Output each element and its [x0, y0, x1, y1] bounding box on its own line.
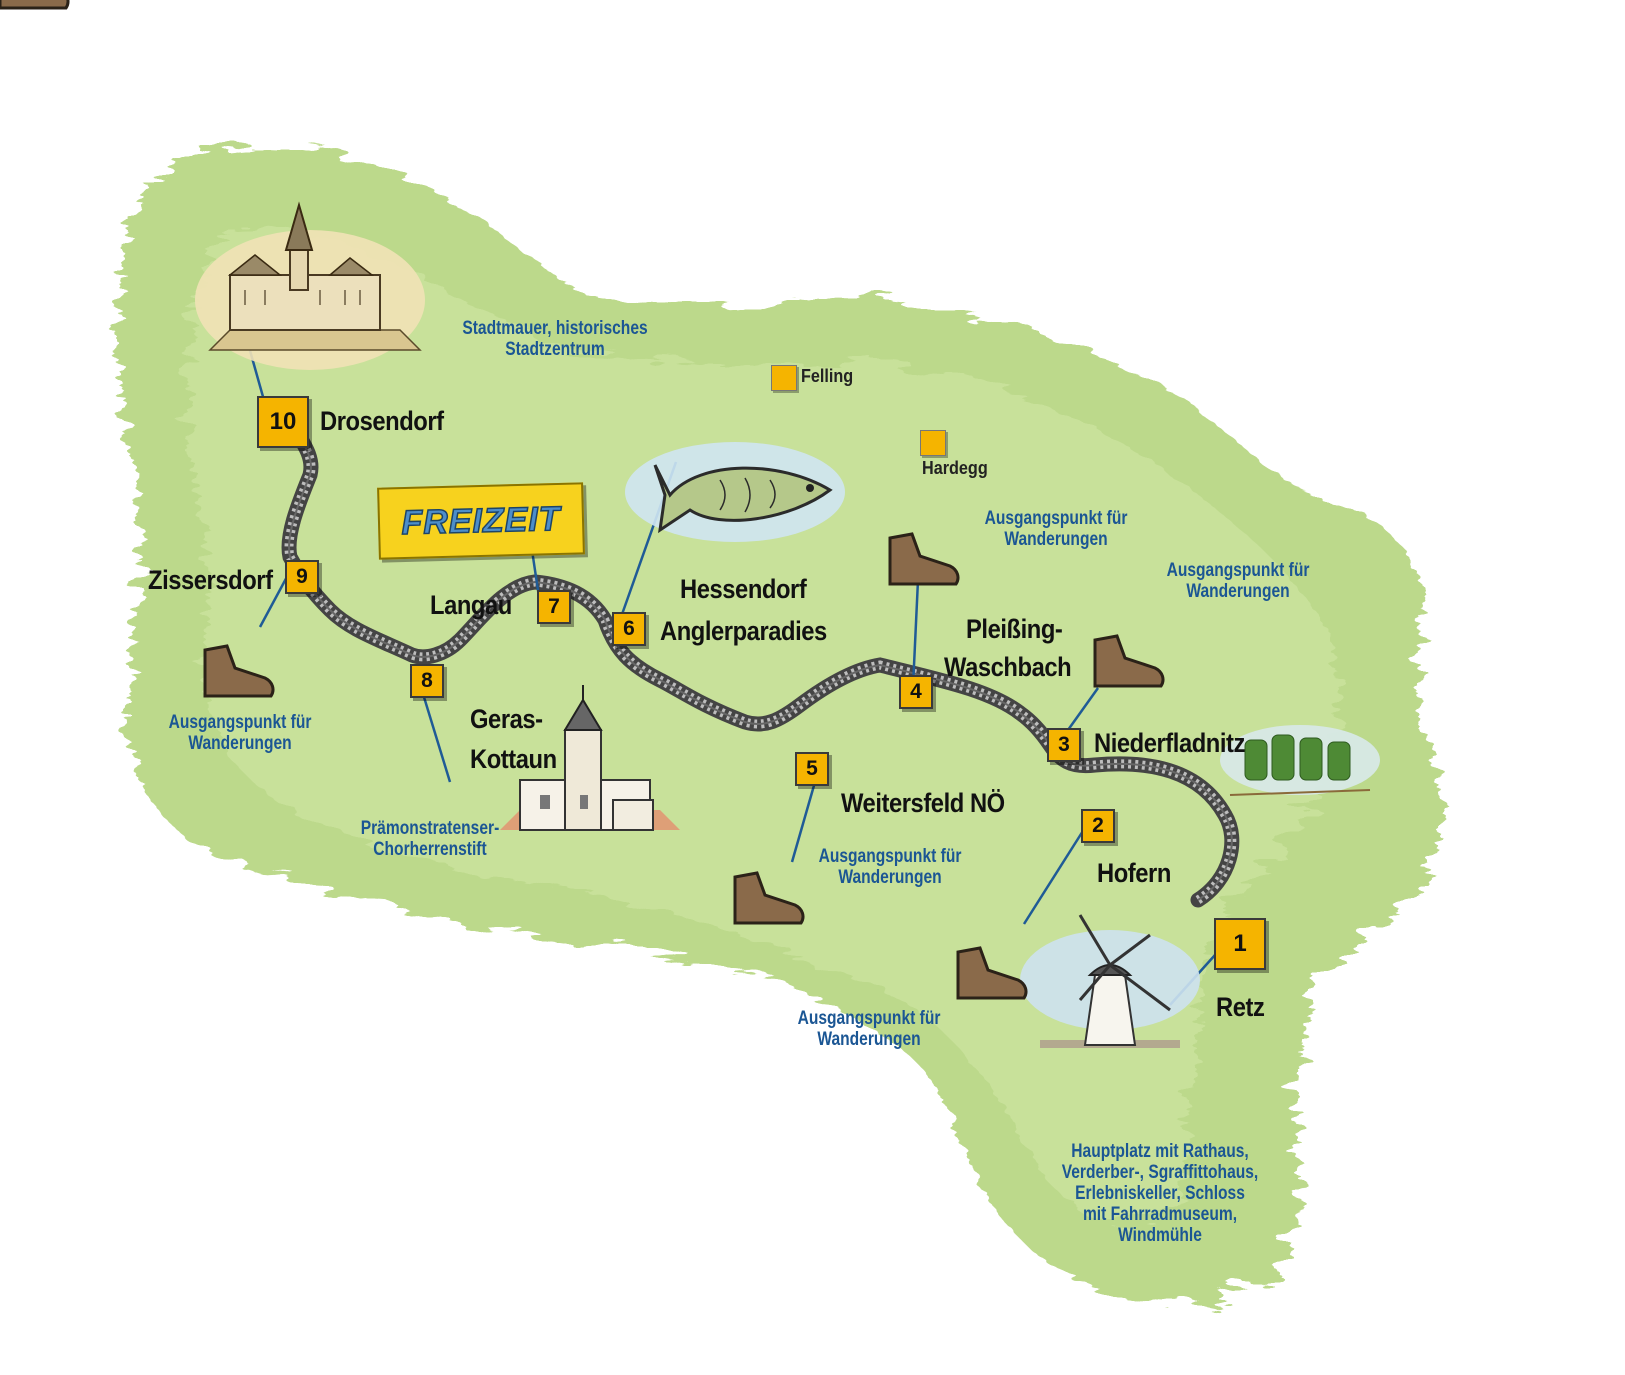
note-line: Ausgangspunkt für: [818, 846, 962, 867]
stop-marker-4[interactable]: 4: [899, 675, 933, 709]
note-line: Erlebniskeller, Schloss: [1075, 1183, 1245, 1204]
felling-label: Felling: [801, 366, 854, 386]
windmill-illustration: [1020, 914, 1200, 1048]
stop-number: 8: [421, 669, 433, 692]
hiking-boot-icon: [0, 0, 70, 10]
stop-marker-8[interactable]: 8: [410, 664, 444, 698]
hardegg-marker: [920, 430, 946, 456]
town-label-hofern: Hofern: [1097, 858, 1171, 888]
note-hiking-hofern: Ausgangspunkt für Wanderungen: [762, 1008, 975, 1050]
stop-marker-6[interactable]: 6: [612, 612, 646, 646]
stop-marker-10[interactable]: 10: [257, 396, 309, 448]
note-line: Ausgangspunkt für: [797, 1008, 941, 1029]
stop-number: 10: [269, 408, 297, 435]
stop-number: 7: [548, 595, 560, 618]
felling-marker: [771, 365, 797, 391]
stop-number: 3: [1058, 733, 1070, 756]
note-retz: Hauptplatz mit Rathaus, Verderber-, Sgra…: [1053, 1141, 1266, 1246]
note-hiking-weitersfeld: Ausgangspunkt für Wanderungen: [783, 846, 996, 888]
freizeit-badge: FREIZEIT: [377, 482, 585, 560]
monastery-illustration: [500, 685, 680, 831]
note-line: Prämonstratenser-: [360, 818, 500, 839]
note-line: Ausgangspunkt für: [984, 508, 1128, 529]
town-label-waschbach: Waschbach: [944, 652, 1072, 682]
town-label-pleissing: Pleißing-: [966, 614, 1063, 644]
town-label-geras: Geras-: [470, 704, 543, 734]
stop-marker-9[interactable]: 9: [285, 560, 319, 594]
town-label-retz: Retz: [1216, 992, 1265, 1022]
note-line: Wanderungen: [188, 733, 292, 754]
town-label-anglerparadies: Anglerparadies: [660, 616, 827, 646]
town-label-langau: Langau: [430, 590, 512, 620]
stop-number: 1: [1233, 930, 1247, 957]
note-line: Wanderungen: [817, 1029, 921, 1050]
stop-marker-5[interactable]: 5: [795, 752, 829, 786]
stop-marker-7[interactable]: 7: [537, 590, 571, 624]
town-label-drosendorf: Drosendorf: [320, 406, 444, 436]
stop-number: 5: [806, 757, 818, 780]
note-line: mit Fahrradmuseum,: [1082, 1204, 1238, 1225]
town-label-zissersdorf: Zissersdorf: [148, 565, 273, 595]
stop-number: 9: [296, 565, 308, 588]
note-line: Ausgangspunkt für: [168, 712, 312, 733]
note-line: Stadtzentrum: [505, 339, 605, 360]
note-hiking-niederfladnitz: Ausgangspunkt für Wanderungen: [1131, 560, 1344, 602]
stop-marker-1[interactable]: 1: [1214, 918, 1266, 970]
stop-marker-2[interactable]: 2: [1081, 809, 1115, 843]
vineyard-illustration: [1220, 725, 1380, 796]
note-line: Chorherrenstift: [373, 839, 487, 860]
stop-number: 4: [910, 680, 922, 703]
stop-number: 6: [623, 617, 635, 640]
note-line: Windmühle: [1118, 1225, 1202, 1246]
note-line: Stadtmauer, historisches: [462, 318, 648, 339]
note-line: Ausgangspunkt für: [1166, 560, 1310, 581]
note-line: Hauptplatz mit Rathaus,: [1071, 1141, 1249, 1162]
note-line: Wanderungen: [838, 867, 942, 888]
town-label-weitersfeld: Weitersfeld NÖ: [841, 788, 1005, 818]
stop-number: 2: [1092, 814, 1104, 837]
fish-illustration: [625, 442, 845, 542]
note-line: Wanderungen: [1004, 529, 1108, 550]
railway-line: [281, 412, 1240, 908]
note-line: Wanderungen: [1186, 581, 1290, 602]
hardegg-label: Hardegg: [922, 458, 988, 478]
stop-marker-3[interactable]: 3: [1047, 728, 1081, 762]
note-hiking-hardegg: Ausgangspunkt für Wanderungen: [949, 508, 1162, 550]
town-label-kottaun: Kottaun: [470, 744, 557, 774]
town-label-hessendorf: Hessendorf: [680, 574, 807, 604]
freizeit-label: FREIZEIT: [400, 499, 562, 543]
note-drosendorf: Stadtmauer, historisches Stadtzentrum: [436, 318, 674, 360]
town-label-niederfladnitz: Niederfladnitz: [1094, 728, 1245, 758]
castle-illustration: [195, 201, 425, 370]
note-geras: Prämonstratenser- Chorherrenstift: [323, 818, 536, 860]
note-line: Verderber-, Sgraffittohaus,: [1061, 1162, 1259, 1183]
note-hiking-zissersdorf: Ausgangspunkt für Wanderungen: [133, 712, 346, 754]
